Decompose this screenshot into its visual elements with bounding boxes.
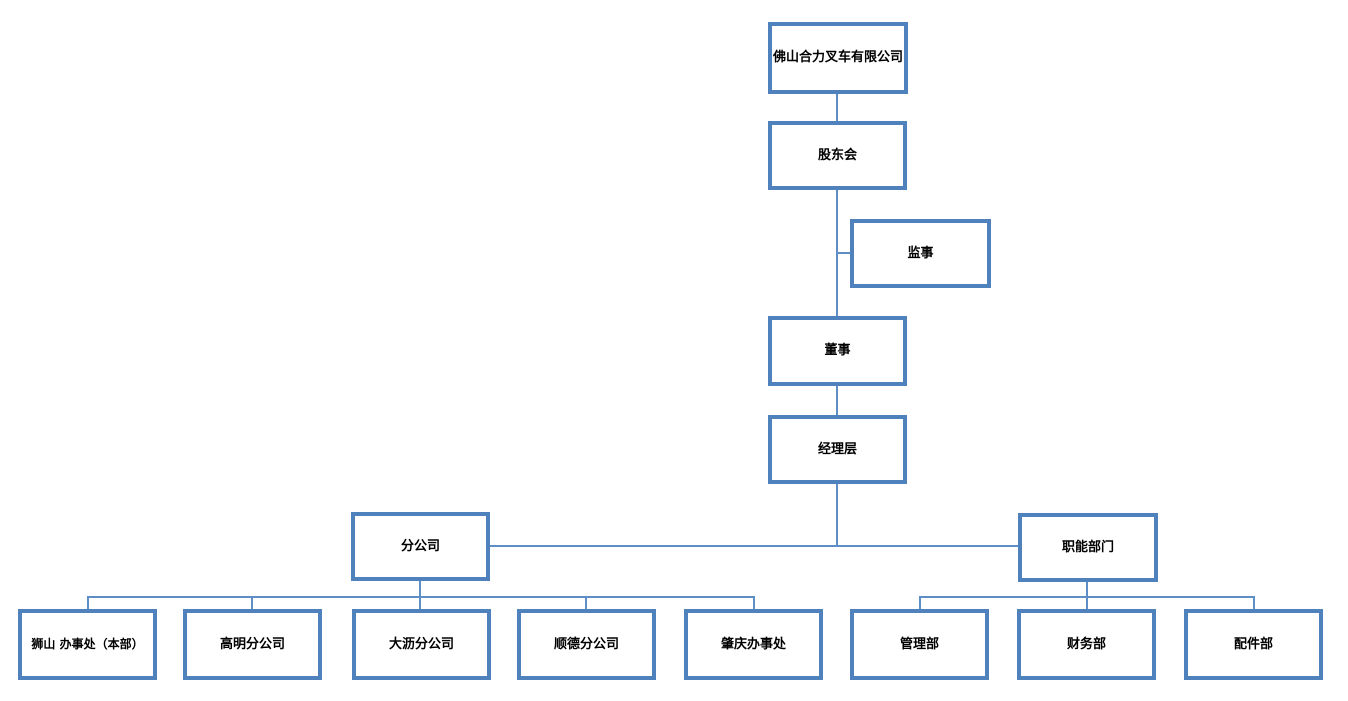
connector-shareholders-director xyxy=(836,190,838,316)
org-node-parts-label: 配件部 xyxy=(1233,636,1273,652)
connector-drop-dali xyxy=(419,596,421,609)
org-node-dali-label: 大沥分公司 xyxy=(388,636,454,652)
org-node-gaoming-label: 高明分公司 xyxy=(219,636,285,652)
connector-drop-shishan xyxy=(87,596,89,609)
org-node-supervisor: 监事 xyxy=(850,219,991,288)
connector-branches-drop xyxy=(419,581,421,597)
org-node-finance: 财务部 xyxy=(1017,609,1156,680)
org-node-finance-label: 财务部 xyxy=(1066,636,1106,652)
connector-drop-finance xyxy=(1086,596,1088,609)
connector-branches-functional-bus xyxy=(490,545,1018,547)
org-node-zhaoqing: 肇庆办事处 xyxy=(684,609,823,680)
org-node-shunde: 顺德分公司 xyxy=(517,609,656,680)
connector-management-drop xyxy=(836,484,838,547)
org-node-branches-label: 分公司 xyxy=(400,538,440,554)
connector-functional-drop xyxy=(1086,582,1088,597)
org-node-company: 佛山合力叉车有限公司 xyxy=(768,22,908,94)
connector-supervisor-stub xyxy=(838,252,850,254)
connector-drop-admin xyxy=(919,596,921,609)
org-node-management: 经理层 xyxy=(768,415,907,484)
org-node-parts: 配件部 xyxy=(1184,609,1323,680)
connector-director-management xyxy=(836,386,838,415)
org-node-shishan-label: 狮山 办事处（本部） xyxy=(31,637,144,652)
org-node-management-label: 经理层 xyxy=(817,441,857,457)
connector-drop-shunde xyxy=(585,596,587,609)
org-node-functional: 职能部门 xyxy=(1018,513,1158,582)
connector-drop-parts xyxy=(1253,596,1255,609)
org-node-zhaoqing-label: 肇庆办事处 xyxy=(720,636,786,652)
org-node-branches: 分公司 xyxy=(351,512,490,581)
org-node-shareholders-label: 股东会 xyxy=(817,147,857,163)
org-node-gaoming: 高明分公司 xyxy=(183,609,322,680)
org-node-director-label: 董事 xyxy=(824,343,851,359)
org-node-shunde-label: 顺德分公司 xyxy=(553,636,619,652)
connector-drop-gaoming xyxy=(251,596,253,609)
connector-drop-zhaoqing xyxy=(753,596,755,609)
org-node-director: 董事 xyxy=(768,316,907,386)
org-node-supervisor-label: 监事 xyxy=(907,245,934,261)
org-node-shareholders: 股东会 xyxy=(768,121,907,190)
connector-branches-bus xyxy=(87,596,755,598)
org-node-shishan: 狮山 办事处（本部） xyxy=(18,609,157,680)
org-node-company-label: 佛山合力叉车有限公司 xyxy=(772,50,903,66)
org-node-admin: 管理部 xyxy=(850,609,989,680)
org-node-admin-label: 管理部 xyxy=(899,636,939,652)
org-node-functional-label: 职能部门 xyxy=(1061,539,1114,555)
org-node-dali: 大沥分公司 xyxy=(352,609,491,680)
connector-company-shareholders xyxy=(836,93,838,121)
